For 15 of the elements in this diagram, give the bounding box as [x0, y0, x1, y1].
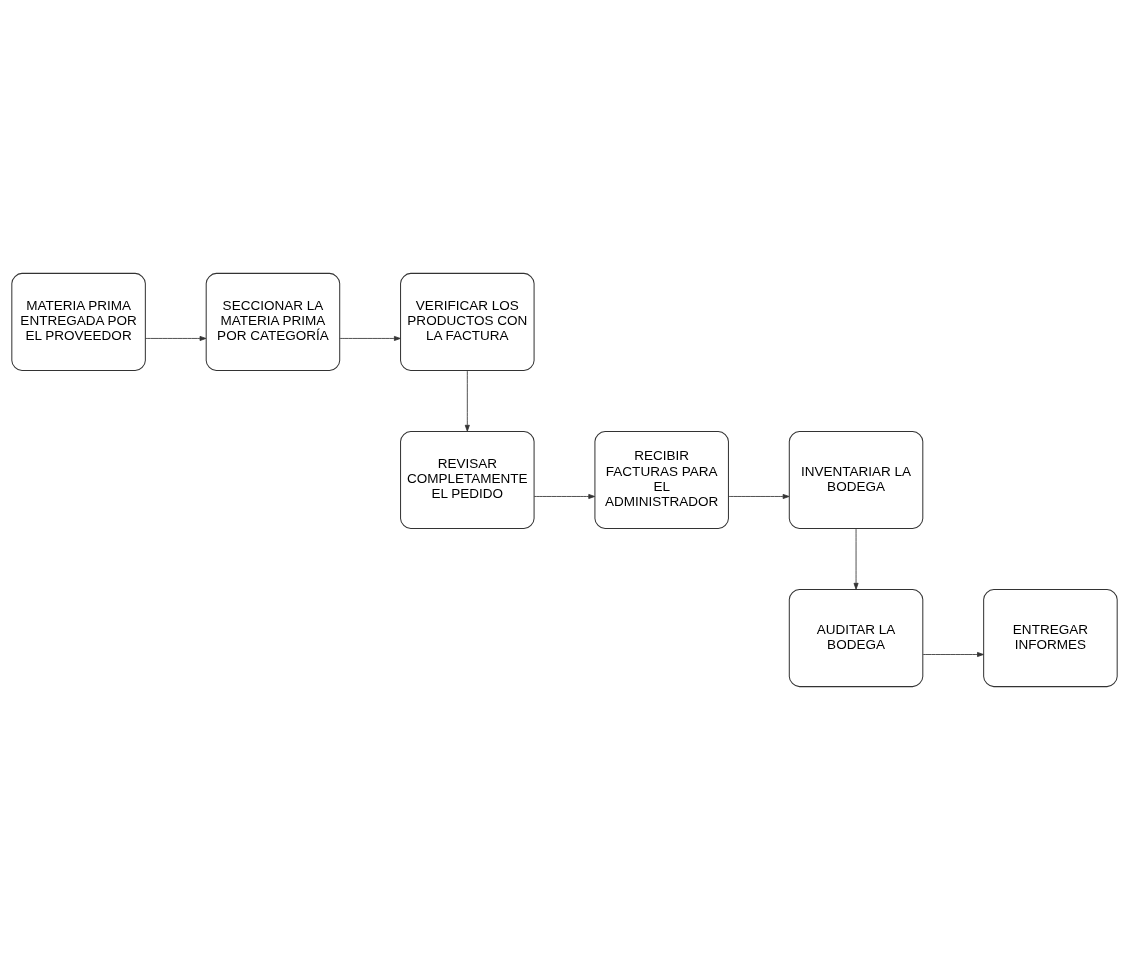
- arrow: [853, 528, 859, 590]
- arrow: [922, 652, 984, 657]
- arrow: [728, 494, 790, 499]
- arrow: [533, 494, 596, 499]
- arrow: [339, 335, 401, 341]
- arrow: [464, 370, 470, 432]
- arrow: [145, 335, 207, 341]
- node-box: INVENTARIAR LA BODEGA: [788, 430, 924, 530]
- node-box: SECCIONAR LA MATERIA PRIMA POR CATEGORÍA: [205, 272, 341, 372]
- node-box: VERIFICAR LOS PRODUCTOS CON LA FACTURA: [400, 272, 535, 372]
- node-box: RECIBIR FACTURAS PARA EL ADMINISTRADOR: [594, 430, 729, 530]
- node-box: REVISAR COMPLETAMENTE EL PEDIDO: [400, 430, 535, 530]
- node-box: AUDITAR LA BODEGA: [788, 588, 924, 688]
- node-box: MATERIA PRIMA ENTREGADA POR EL PROVEEDOR: [11, 272, 146, 372]
- node-box: ENTREGAR INFORMES: [983, 588, 1118, 688]
